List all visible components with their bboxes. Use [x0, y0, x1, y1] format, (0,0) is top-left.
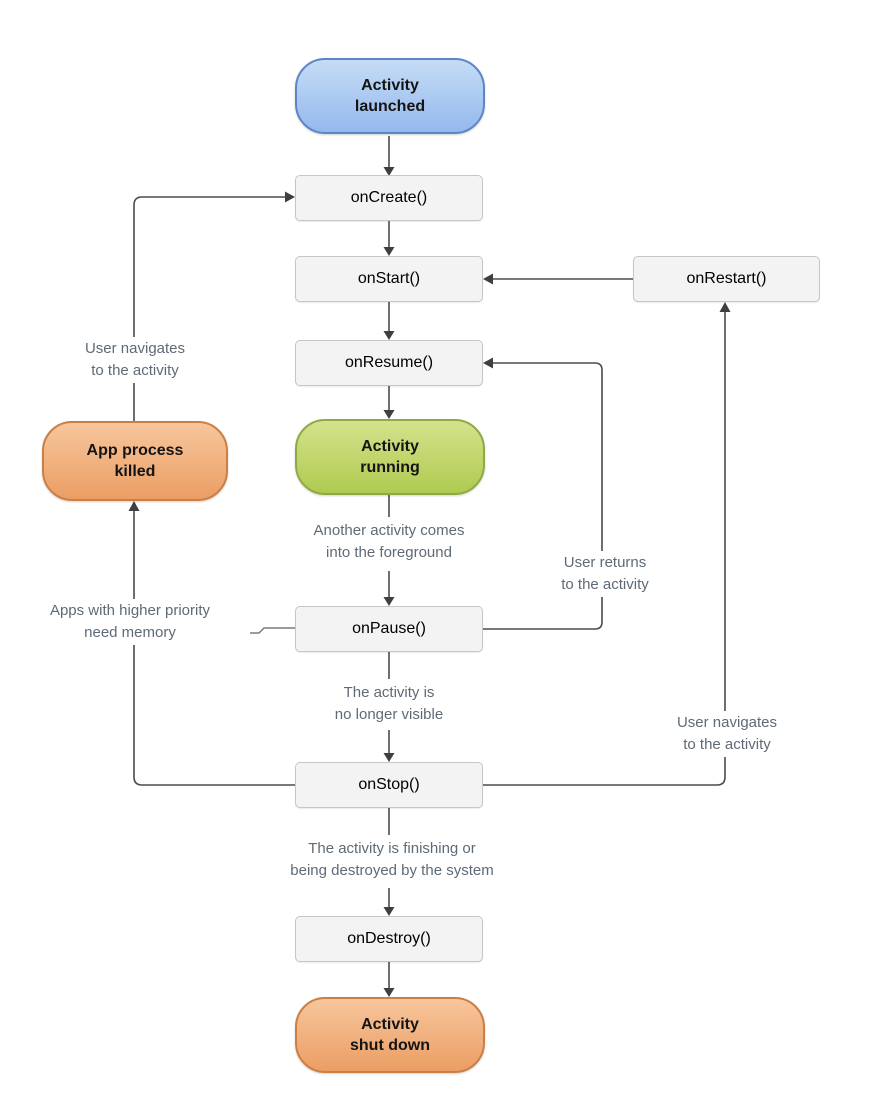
node-onresume: onResume() [295, 340, 483, 386]
arrowhead-right-oncreate [285, 191, 295, 203]
node-activity-shut-down: Activity shut down [295, 997, 485, 1073]
arrowhead-up-onrestart [719, 302, 731, 312]
edge-killed-oncreate [133, 196, 285, 421]
node-ondestroy: onDestroy() [295, 916, 483, 962]
node-onrestart: onRestart() [633, 256, 820, 302]
callout-apps-higher-priority: Apps with higher priority need memory [10, 599, 250, 645]
callout-user-navigates-left: User navigates to the activity [45, 337, 225, 383]
callout-activity-not-visible: The activity is no longer visible [289, 681, 489, 727]
node-app-process-killed: App process killed [42, 421, 228, 501]
callout-activity-finishing: The activity is finishing or being destr… [252, 837, 532, 883]
arrowhead-left-onstart [483, 273, 493, 285]
arrowhead-down-onstart [383, 247, 395, 256]
callout-user-returns: User returns to the activity [530, 551, 680, 597]
arrowhead-down-onresume [383, 331, 395, 340]
node-activity-launched: Activity launched [295, 58, 485, 134]
arrowhead-down-onpause [383, 597, 395, 606]
arrowhead-down-running [383, 410, 395, 419]
callout-user-navigates-right: User navigates to the activity [642, 711, 812, 757]
arrowhead-up-killed [128, 501, 140, 511]
node-onstart: onStart() [295, 256, 483, 302]
node-onpause: onPause() [295, 606, 483, 652]
arrowhead-left-onresume [483, 357, 493, 369]
node-oncreate: onCreate() [295, 175, 483, 221]
arrowhead-down-onstop [383, 753, 395, 762]
arrowhead-down-ondestroy [383, 907, 395, 916]
edge-onpause-memory [246, 627, 295, 634]
node-activity-running: Activity running [295, 419, 485, 495]
arrowhead-down-shutdown [383, 988, 395, 997]
node-onstop: onStop() [295, 762, 483, 808]
callout-another-activity-foreground: Another activity comes into the foregrou… [269, 519, 509, 565]
